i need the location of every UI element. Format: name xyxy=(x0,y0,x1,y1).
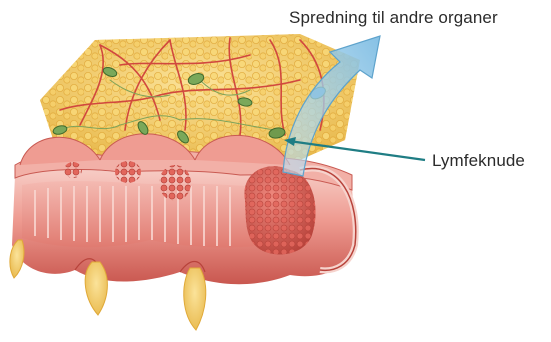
spread-label: Spredning til andre organer xyxy=(289,8,498,28)
tumor-small-1 xyxy=(64,162,82,178)
tumor-small-2 xyxy=(115,161,141,183)
tumor-medium xyxy=(159,165,191,201)
lymph-node-label: Lymfeknude xyxy=(432,151,525,171)
